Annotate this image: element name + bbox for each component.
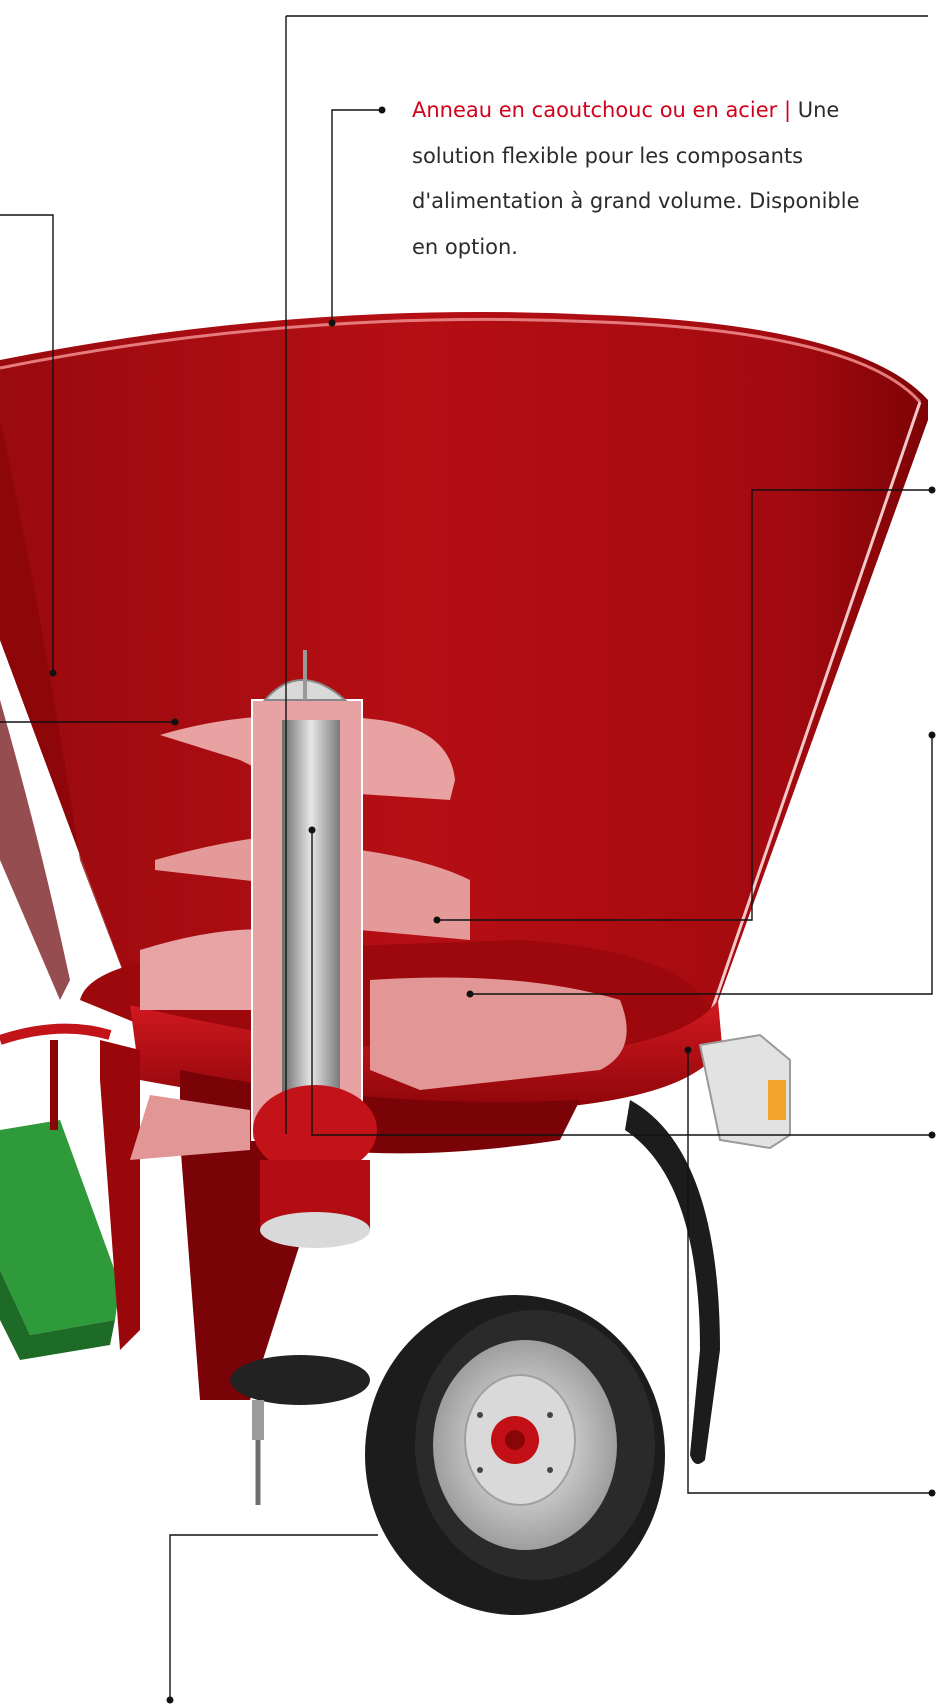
- callout-caption: Anneau en caoutchouc ou en acier | Une s…: [412, 88, 892, 270]
- mudguard-icon: [625, 1100, 720, 1464]
- wheel-icon: [365, 1295, 665, 1615]
- leader-dots: [49, 106, 936, 1704]
- leader-lines: [0, 15, 933, 1700]
- reflector-light-icon: [698, 1033, 791, 1150]
- callout-text: Une solution flexible pour les composant…: [412, 98, 860, 259]
- mixing-auger: [130, 650, 627, 1248]
- callout-separator: |: [783, 98, 792, 122]
- callout-title: Anneau en caoutchouc ou en acier: [412, 98, 778, 122]
- side-conveyor: [0, 1023, 140, 1360]
